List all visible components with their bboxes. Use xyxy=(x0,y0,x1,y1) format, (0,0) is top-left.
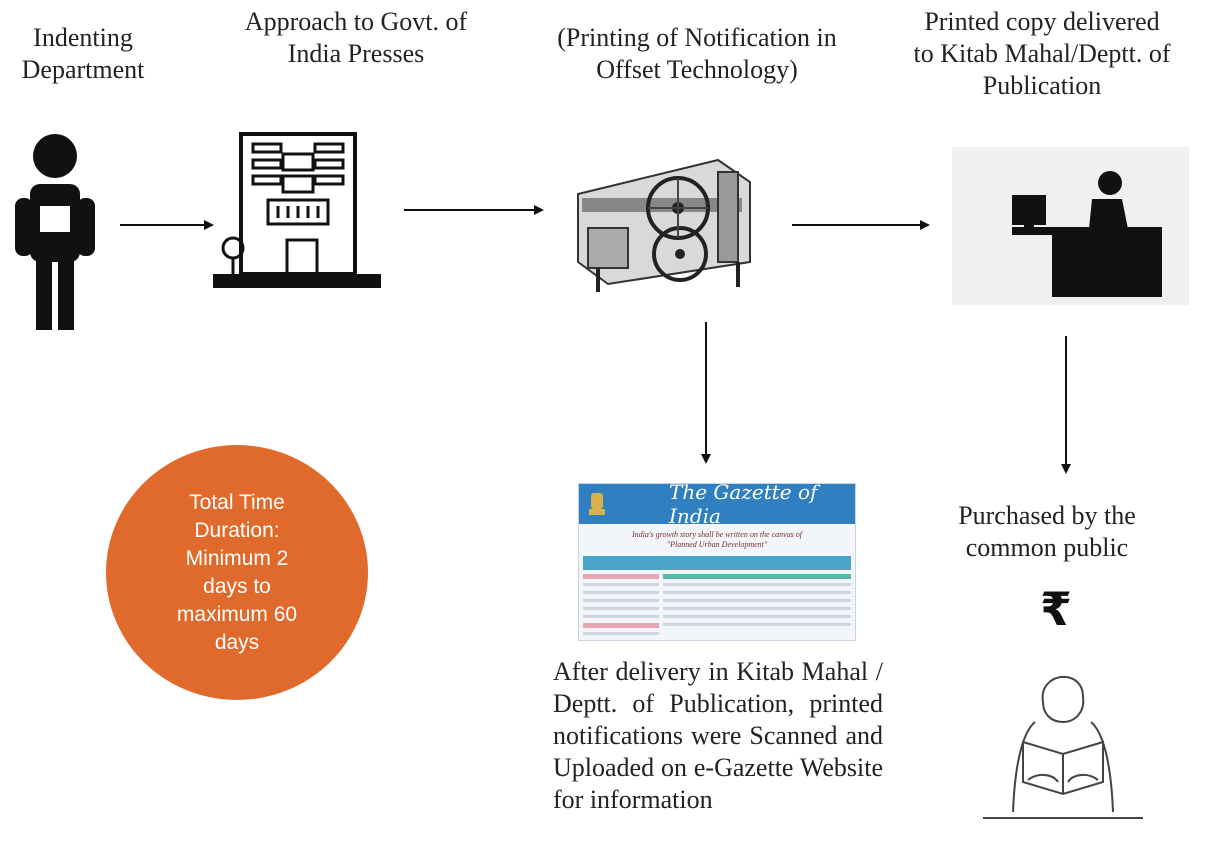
gazette-title: The Gazette of India xyxy=(669,483,818,528)
desk-worker-tile xyxy=(952,147,1189,305)
step-label-printing: (Printing of Notification in Offset Tech… xyxy=(557,23,837,84)
gazette-table xyxy=(663,574,851,640)
step-label-approach: Approach to Govt. of India Presses xyxy=(244,7,468,68)
gazette-left-column xyxy=(583,574,659,640)
gazette-nav-bar xyxy=(583,556,851,570)
person-holding-document-icon xyxy=(15,134,95,330)
emblem-icon xyxy=(589,493,605,515)
duration-circle: Total Time Duration: Minimum 2 days to m… xyxy=(106,445,368,700)
upload-description: After delivery in Kitab Mahal / Deptt. o… xyxy=(553,657,883,814)
building-icon xyxy=(213,130,381,288)
rupee-icon: ₹ xyxy=(1040,582,1073,636)
step-label-indenting: Indenting Department xyxy=(21,23,145,84)
gazette-header: The Gazette of India xyxy=(579,484,855,528)
gazette-website-thumbnail: The Gazette of India India's growth stor… xyxy=(578,483,856,641)
desk-worker-icon xyxy=(1012,171,1162,297)
step-label-purchased: Purchased by the common public xyxy=(958,501,1136,562)
printing-press-icon xyxy=(577,158,751,292)
gazette-tagline: India's growth story shall be written on… xyxy=(631,530,803,549)
person-reading-icon xyxy=(983,675,1143,819)
duration-text: Total Time Duration: Minimum 2 days to m… xyxy=(176,490,298,654)
step-label-delivered: Printed copy delivered to Kitab Mahal/De… xyxy=(913,7,1171,100)
